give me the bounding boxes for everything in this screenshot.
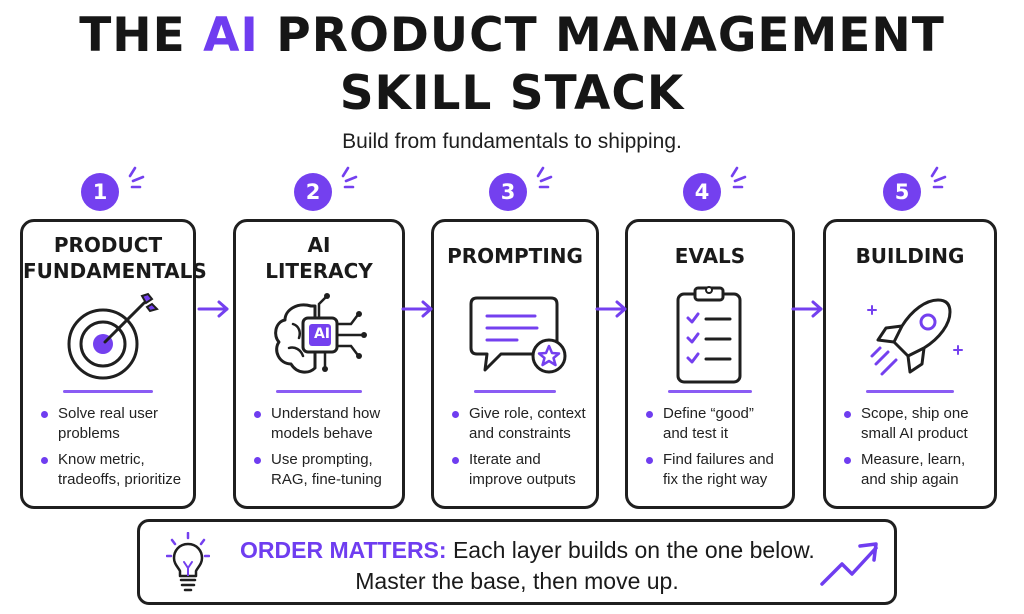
card-title: PRODUCT FUNDAMENTALS — [23, 233, 207, 283]
target-icon — [67, 292, 159, 380]
step-badge-1: 1 — [81, 173, 119, 211]
banner-line-1: ORDER MATTERS: Each layer builds on the … — [240, 537, 815, 563]
banner-label: ORDER MATTERS: — [240, 537, 447, 563]
order-matters-banner: ORDER MATTERS: Each layer builds on the … — [137, 519, 897, 605]
step-card-ai-literacy: AI LITERACY AI Understand how models beh… — [233, 219, 405, 509]
step-badge-5: 5 — [883, 173, 921, 211]
flow-arrow-icon — [197, 300, 229, 318]
list-item: Find failures and fix the right way — [644, 450, 782, 490]
list-item: Understand how models behave — [252, 404, 392, 444]
card-divider — [474, 390, 556, 393]
card-divider — [668, 390, 752, 393]
card-divider — [63, 390, 153, 393]
step-badge-4: 4 — [683, 173, 721, 211]
sparkle-icon — [341, 166, 358, 189]
title-accent: AI — [203, 8, 259, 63]
sparkle-icon — [730, 166, 747, 189]
brain-chip-icon — [274, 293, 367, 374]
list-item: Know metric, tradeoffs, prioritize — [39, 450, 183, 490]
card-title: AI LITERACY — [265, 233, 373, 283]
list-item: Use prompting, RAG, fine-tuning — [252, 450, 392, 490]
list-item: Solve real user problems — [39, 404, 183, 444]
title-line-1: THE AI PRODUCT MANAGEMENT — [79, 8, 945, 63]
card-title: PROMPTING — [447, 244, 583, 268]
list-item: Scope, ship one small AI product — [842, 404, 984, 444]
sparkle-icon — [128, 166, 145, 189]
title-line-2: SKILL STACK — [339, 66, 685, 121]
chip-label: AI — [313, 326, 331, 342]
lightbulb-icon — [166, 532, 210, 592]
bullet-list: Scope, ship one small AI product Measure… — [842, 404, 984, 496]
flow-arrow-icon — [595, 300, 627, 318]
rocket-icon — [867, 298, 963, 376]
list-item: Iterate and improve outputs — [450, 450, 586, 490]
step-card-building: BUILDING Scope, ship one small AI produc… — [823, 219, 997, 509]
card-divider — [866, 390, 954, 393]
sparkle-icon — [930, 166, 947, 189]
step-card-evals: EVALS Define “good” and test it Find fai… — [625, 219, 795, 509]
card-divider — [276, 390, 362, 393]
list-item: Measure, learn, and ship again — [842, 450, 984, 490]
list-item: Define “good” and test it — [644, 404, 782, 444]
banner-line-2: Master the base, then move up. — [355, 568, 679, 594]
subtitle: Build from fundamentals to shipping. — [342, 130, 682, 153]
step-card-prompting: PROMPTING Give role, context and constra… — [431, 219, 599, 509]
step-badge-2: 2 — [294, 173, 332, 211]
chat-bubble-star-icon — [469, 296, 567, 374]
bullet-list: Solve real user problems Know metric, tr… — [39, 404, 183, 496]
card-title: EVALS — [674, 244, 746, 268]
list-item: Give role, context and constraints — [450, 404, 586, 444]
trend-up-arrow-icon — [820, 542, 878, 586]
clipboard-checklist-icon — [676, 286, 742, 384]
card-title: BUILDING — [855, 244, 965, 268]
flow-arrow-icon — [401, 300, 433, 318]
sparkle-icon — [536, 166, 553, 189]
flow-arrow-icon — [791, 300, 823, 318]
bullet-list: Understand how models behave Use prompti… — [252, 404, 392, 496]
bullet-list: Give role, context and constraints Itera… — [450, 404, 586, 496]
bullet-list: Define “good” and test it Find failures … — [644, 404, 782, 496]
step-badge-3: 3 — [489, 173, 527, 211]
step-card-product-fundamentals: PRODUCT FUNDAMENTALS Solve real user pro… — [20, 219, 207, 509]
